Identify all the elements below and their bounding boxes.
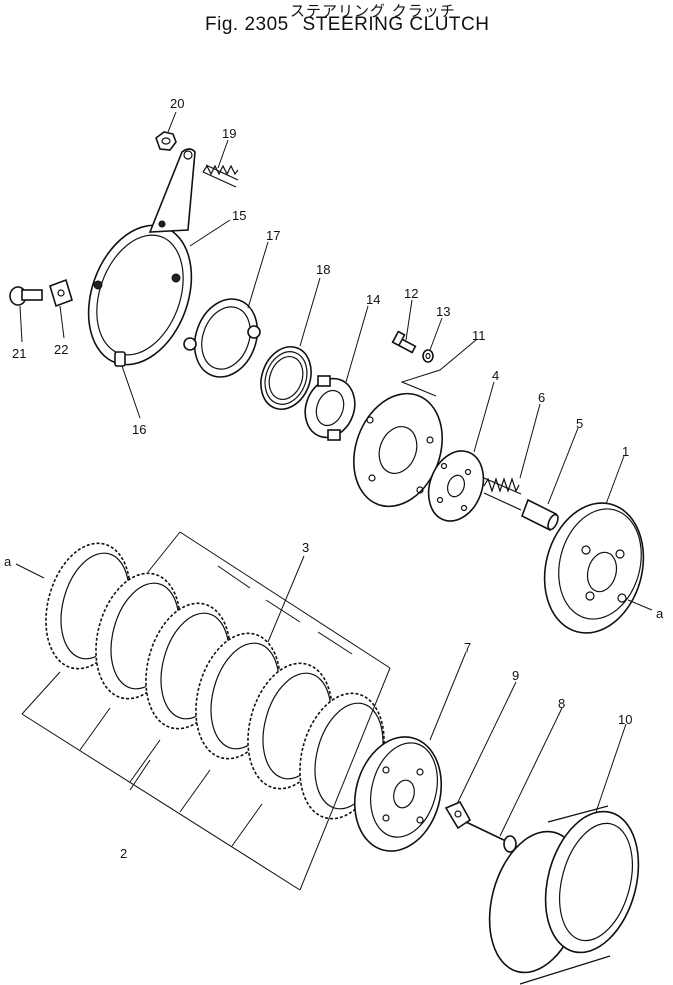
callout-18: 18 (316, 262, 330, 277)
callout-10: 10 (618, 712, 632, 727)
callout-1: 1 (622, 444, 629, 459)
part-5-sleeve (520, 498, 559, 532)
leader-lines (15, 111, 653, 837)
callout-11: 11 (472, 328, 486, 343)
part-10-outer-drum (488, 805, 640, 985)
part-9-lock-plate (444, 800, 472, 830)
callout-13: 13 (436, 304, 450, 319)
plate-group-bracket-lines (21, 531, 391, 891)
callout-16: 16 (132, 422, 146, 437)
callout-21: 21 (12, 346, 26, 361)
figure-title-text: STEERING CLUTCH (302, 14, 490, 35)
callout-17: 17 (266, 228, 280, 243)
callout-a-right: a (656, 606, 664, 621)
callout-6: 6 (538, 390, 545, 405)
part-7-pressure-plate (353, 736, 443, 852)
part-20-nut (155, 131, 177, 151)
callout-labels: 20 19 15 17 18 14 12 13 11 4 6 5 1 3 7 9… (4, 96, 664, 861)
figure-title: Fig. 2305 STEERING CLUTCH (205, 14, 489, 36)
part-13-washer (422, 349, 434, 363)
part-16-pin (114, 351, 126, 367)
callout-19: 19 (222, 126, 236, 141)
part-12-bolt (391, 330, 417, 354)
callout-8: 8 (558, 696, 565, 711)
callout-2: 2 (120, 846, 127, 861)
callout-4: 4 (492, 368, 499, 383)
title-japanese: ステアリング クラッチ (290, 2, 456, 20)
callout-5: 5 (576, 416, 583, 431)
part-1-inner-hub (543, 502, 645, 634)
part-18-bearing (260, 346, 312, 410)
part-8-long-bolt (465, 821, 517, 853)
part-14-collar (304, 375, 356, 441)
part-6-spring (483, 477, 522, 511)
callout-15: 15 (232, 208, 246, 223)
part-19-spring (202, 164, 239, 188)
figure-number: Fig. 2305 (205, 14, 289, 35)
callout-14: 14 (366, 292, 380, 307)
callout-7: 7 (464, 640, 471, 655)
callout-9: 9 (512, 668, 519, 683)
callout-12: 12 (404, 286, 418, 301)
callout-20: 20 (170, 96, 184, 111)
part-22-plate (49, 278, 73, 308)
callout-22: 22 (54, 342, 68, 357)
callout-3: 3 (302, 540, 309, 555)
callout-a-left: a (4, 554, 12, 569)
part-21-bolt (9, 286, 43, 306)
part-17-ring (183, 298, 261, 378)
part-4-retainer-plate (427, 450, 485, 522)
